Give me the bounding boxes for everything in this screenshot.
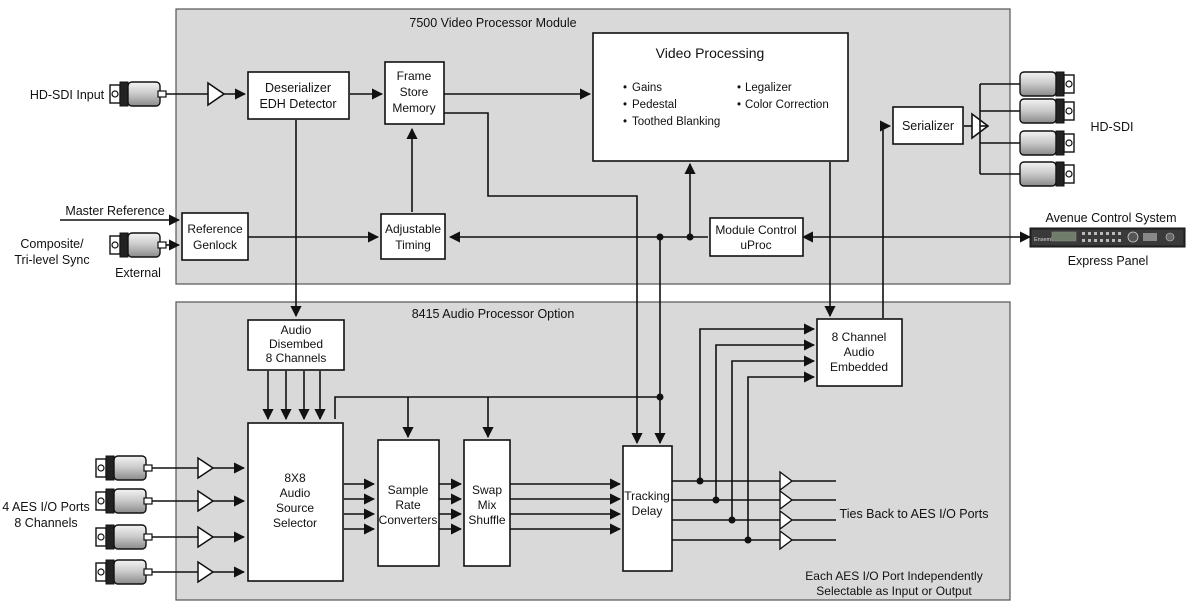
video-processing-block: Video Processing • Gains • Pedestal • To… bbox=[592, 32, 849, 162]
ties-back-label: Ties Back to AES I/O Ports bbox=[840, 507, 989, 521]
hd-sdi-output-4-connector-icon bbox=[1019, 161, 1075, 187]
svg-text:Genlock: Genlock bbox=[193, 238, 238, 252]
svg-text:EDH Detector: EDH Detector bbox=[259, 97, 336, 111]
aes-ports-label-line2: 8 Channels bbox=[14, 516, 77, 530]
serializer-block: Serializer bbox=[892, 106, 964, 145]
hd-sdi-input-connector-icon bbox=[109, 81, 167, 107]
svg-text:Video Processing: Video Processing bbox=[656, 45, 765, 61]
svg-text:Toothed Blanking: Toothed Blanking bbox=[632, 116, 720, 128]
bullet-icon: • bbox=[737, 82, 741, 94]
express-panel-label: Express Panel bbox=[1068, 254, 1149, 268]
aes-note-line2: Selectable as Input or Output bbox=[816, 584, 972, 598]
hd-sdi-output-3-connector-icon bbox=[1019, 130, 1075, 156]
deserializer-block: Deserializer EDH Detector bbox=[247, 71, 350, 120]
sample-rate-block: Sample Rate Converters bbox=[377, 439, 440, 567]
control-system-label: Avenue Control System bbox=[1045, 211, 1176, 225]
svg-text:Frame: Frame bbox=[397, 69, 432, 83]
bullet-icon: • bbox=[623, 99, 627, 111]
svg-text:Disembed: Disembed bbox=[269, 337, 323, 351]
reference-genlock-block: Reference Genlock bbox=[181, 212, 249, 261]
svg-text:Module Control: Module Control bbox=[715, 223, 796, 237]
svg-text:Mix: Mix bbox=[478, 498, 497, 512]
svg-text:8 Channels: 8 Channels bbox=[266, 351, 327, 365]
aes-note-line1: Each AES I/O Port Independently bbox=[805, 569, 982, 583]
aes-port-4-connector-icon bbox=[95, 559, 153, 585]
composite-label-line1: Composite/ bbox=[20, 237, 84, 251]
svg-text:Audio: Audio bbox=[281, 323, 312, 337]
hd-sdi-output-1-connector-icon bbox=[1019, 71, 1075, 97]
svg-text:Memory: Memory bbox=[392, 101, 435, 115]
svg-text:Selector: Selector bbox=[273, 516, 317, 530]
audio-disembed-block: Audio Disembed 8 Channels bbox=[247, 319, 345, 371]
svg-text:Audio: Audio bbox=[844, 345, 875, 359]
svg-text:Store: Store bbox=[400, 85, 429, 99]
svg-text:Timing: Timing bbox=[395, 238, 431, 252]
svg-text:Source: Source bbox=[276, 501, 314, 515]
svg-text:Adjustable: Adjustable bbox=[385, 222, 441, 236]
svg-text:Serializer: Serializer bbox=[902, 119, 954, 133]
svg-text:8X8: 8X8 bbox=[284, 471, 306, 485]
svg-text:Reference: Reference bbox=[187, 222, 243, 236]
bullet-icon: • bbox=[623, 116, 627, 128]
video-module-title: 7500 Video Processor Module bbox=[409, 16, 576, 30]
external-label: External bbox=[115, 266, 161, 280]
svg-text:Legalizer: Legalizer bbox=[745, 82, 792, 94]
svg-text:Converters: Converters bbox=[379, 513, 438, 527]
svg-text:Embedded: Embedded bbox=[830, 360, 888, 374]
hd-sdi-input-label: HD-SDI Input bbox=[30, 88, 105, 102]
svg-text:Tracking: Tracking bbox=[624, 489, 670, 503]
adjustable-timing-block: Adjustable Timing bbox=[380, 213, 446, 260]
hd-sdi-output-label: HD-SDI bbox=[1090, 120, 1133, 134]
hd-sdi-output-2-connector-icon bbox=[1019, 98, 1075, 124]
svg-text:Color Correction: Color Correction bbox=[745, 99, 829, 111]
audio-module-title: 8415 Audio Processor Option bbox=[412, 307, 575, 321]
aes-port-1-connector-icon bbox=[95, 455, 153, 481]
express-panel-device: Ensemble bbox=[1029, 227, 1186, 248]
external-sync-connector-icon bbox=[109, 232, 167, 258]
audio-embedded-block: 8 Channel Audio Embedded bbox=[816, 318, 903, 387]
svg-text:Shuffle: Shuffle bbox=[468, 513, 505, 527]
tracking-delay-block: Tracking Delay bbox=[622, 445, 673, 572]
svg-text:Pedestal: Pedestal bbox=[632, 99, 677, 111]
bullet-icon: • bbox=[737, 99, 741, 111]
composite-label-line2: Tri-level Sync bbox=[14, 253, 89, 267]
svg-text:Sample: Sample bbox=[388, 483, 429, 497]
frame-store-block: Frame Store Memory bbox=[384, 61, 445, 125]
svg-text:8 Channel: 8 Channel bbox=[832, 330, 887, 344]
svg-text:Gains: Gains bbox=[632, 82, 662, 94]
svg-text:Deserializer: Deserializer bbox=[265, 81, 331, 95]
aes-ports-label-line1: 4 AES I/O Ports bbox=[2, 500, 90, 514]
source-selector-block: 8X8 Audio Source Selector bbox=[247, 422, 344, 582]
device-brand: Ensemble bbox=[1034, 237, 1058, 243]
svg-text:uProc: uProc bbox=[740, 238, 771, 252]
module-control-block: Module Control uProc bbox=[709, 217, 804, 257]
bullet-icon: • bbox=[623, 82, 627, 94]
svg-text:Audio: Audio bbox=[280, 486, 311, 500]
aes-port-2-connector-icon bbox=[95, 488, 153, 514]
svg-text:Rate: Rate bbox=[395, 498, 421, 512]
svg-text:Swap: Swap bbox=[472, 483, 502, 497]
master-reference-label: Master Reference bbox=[65, 204, 164, 218]
aes-port-3-connector-icon bbox=[95, 524, 153, 550]
svg-text:Delay: Delay bbox=[632, 504, 663, 518]
swap-mix-block: Swap Mix Shuffle bbox=[463, 439, 511, 567]
input-buffer-icon bbox=[207, 81, 226, 107]
